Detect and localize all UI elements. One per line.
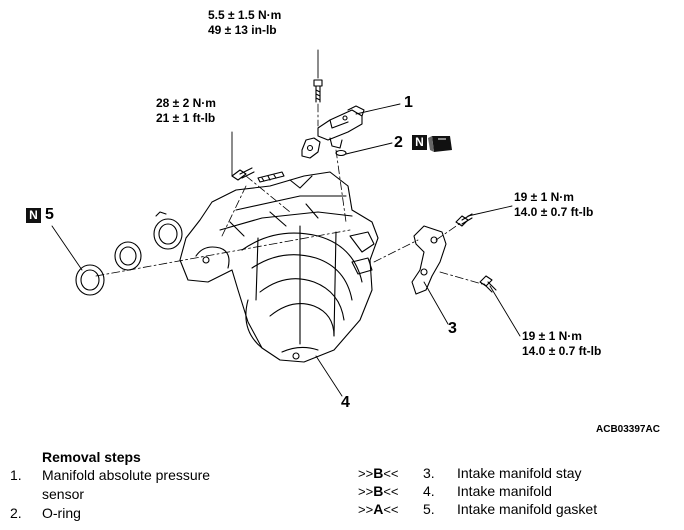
torque-label-stay-upper: 19 ± 1 N·m 14.0 ± 0.7 ft-lb bbox=[514, 190, 593, 220]
figure-code: ACB03397AC bbox=[596, 424, 660, 435]
step-number: 2. bbox=[10, 505, 22, 521]
step-text: Manifold absolute pressure bbox=[42, 467, 211, 483]
stay-bolt-upper bbox=[455, 213, 473, 227]
procedure-reference: >>B<< bbox=[358, 482, 399, 501]
ref-open: >> bbox=[358, 502, 374, 517]
torque-metric: 19 ± 1 N·m bbox=[522, 329, 582, 343]
torque-metric: 5.5 ± 1.5 N·m bbox=[208, 8, 282, 22]
manifold-stud bbox=[257, 171, 285, 183]
ref-letter: A bbox=[373, 501, 384, 517]
torque-label-manifold-bolt: 28 ± 2 N·m 21 ± 1 ft-lb bbox=[156, 96, 216, 126]
removal-step: 4. Intake manifold bbox=[423, 482, 673, 502]
torque-metric: 28 ± 2 N·m bbox=[156, 96, 216, 110]
manifold-stay-part bbox=[411, 225, 447, 295]
new-part-mark-2: N bbox=[412, 135, 427, 150]
leader-lines bbox=[51, 49, 521, 397]
ref-open: >> bbox=[358, 466, 374, 481]
step-number: 3. bbox=[423, 465, 435, 481]
step-number: 4. bbox=[423, 483, 435, 499]
sensor-bracket bbox=[301, 137, 321, 159]
torque-imperial: 14.0 ± 0.7 ft-lb bbox=[522, 344, 602, 358]
new-part-icon bbox=[428, 136, 452, 152]
removal-steps-title: Removal steps bbox=[42, 449, 141, 465]
o-ring-part bbox=[335, 149, 347, 157]
alignment-lines bbox=[95, 103, 483, 285]
sensor-bolt bbox=[313, 79, 323, 103]
gasket-part bbox=[75, 211, 183, 296]
ref-letter: B bbox=[373, 465, 384, 481]
exploded-diagram bbox=[51, 49, 521, 397]
manifold-bolt bbox=[231, 167, 255, 181]
torque-label-stay-lower: 19 ± 1 N·m 14.0 ± 0.7 ft-lb bbox=[522, 329, 601, 359]
callout-2: 2 bbox=[394, 134, 403, 151]
procedure-reference: >>A<< bbox=[358, 500, 399, 519]
step-text-continued: sensor bbox=[42, 486, 85, 502]
step-text: Intake manifold bbox=[457, 483, 552, 499]
removal-step: 5. Intake manifold gasket bbox=[423, 500, 673, 520]
step-text: Intake manifold stay bbox=[457, 465, 582, 481]
ref-open: >> bbox=[358, 484, 374, 499]
step-text: O-ring bbox=[42, 505, 81, 521]
torque-metric: 19 ± 1 N·m bbox=[514, 190, 574, 204]
torque-label-sensor-bolt: 5.5 ± 1.5 N·m 49 ± 13 in-lb bbox=[208, 8, 281, 38]
new-part-mark-5: N bbox=[26, 208, 41, 223]
step-number: 1. bbox=[10, 467, 22, 483]
callout-1: 1 bbox=[404, 94, 413, 111]
callout-4: 4 bbox=[341, 394, 350, 411]
ref-close: << bbox=[383, 466, 399, 481]
step-number: 5. bbox=[423, 501, 435, 517]
stay-bolt-lower bbox=[479, 275, 497, 293]
removal-step: 3. Intake manifold stay bbox=[423, 464, 673, 484]
step-text: Intake manifold gasket bbox=[457, 501, 598, 517]
callout-3: 3 bbox=[448, 320, 457, 337]
torque-imperial: 21 ± 1 ft-lb bbox=[156, 111, 216, 125]
callout-5: 5 bbox=[45, 206, 54, 223]
intake-manifold-part bbox=[179, 171, 379, 363]
torque-imperial: 14.0 ± 0.7 ft-lb bbox=[514, 205, 594, 219]
ref-close: << bbox=[383, 484, 399, 499]
map-sensor-part bbox=[317, 105, 365, 149]
ref-close: << bbox=[383, 502, 399, 517]
torque-imperial: 49 ± 13 in-lb bbox=[208, 23, 277, 37]
removal-step: 1. Manifold absolute pressure sensor bbox=[10, 466, 310, 506]
removal-step: 2. O-ring bbox=[10, 504, 310, 524]
procedure-reference: >>B<< bbox=[358, 464, 399, 483]
ref-letter: B bbox=[373, 483, 384, 499]
